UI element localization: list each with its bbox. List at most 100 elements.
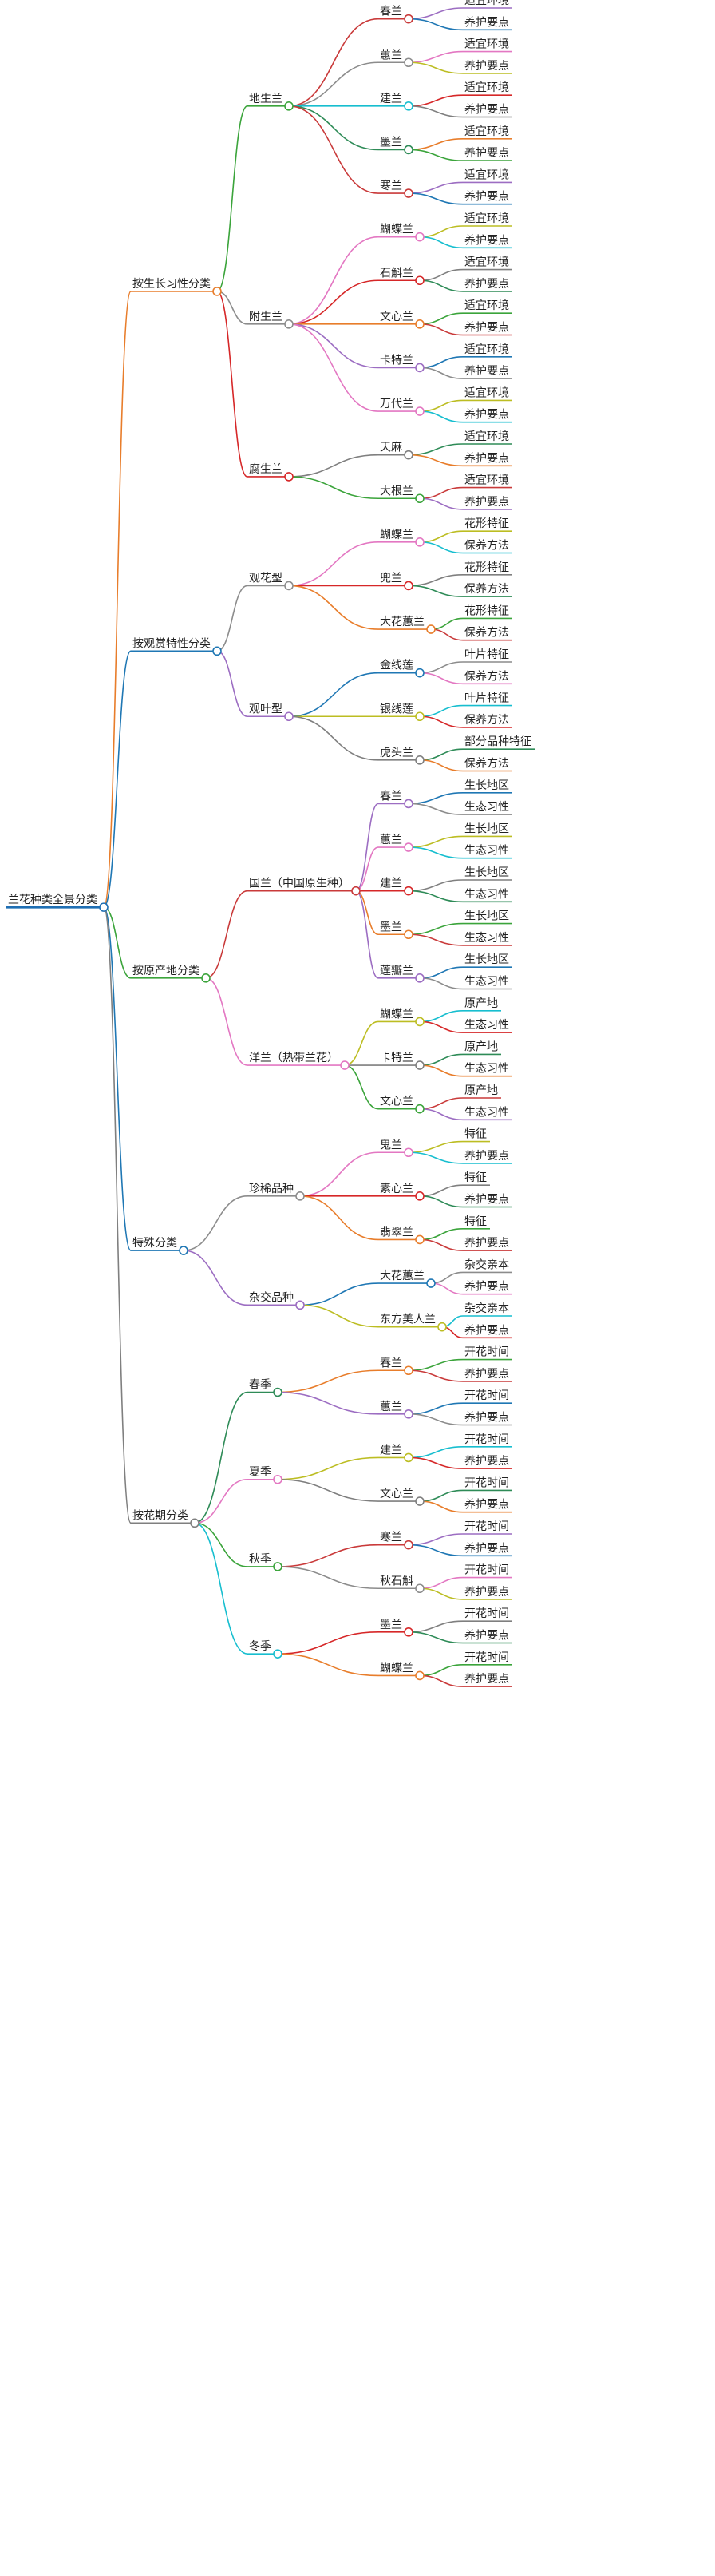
node-label: 地生兰 [249,93,282,105]
connector-edge [277,1544,379,1567]
leaf-node: 养护要点 [463,452,512,467]
node-label: 按生长习性分类 [132,278,211,291]
collapse-toggle-icon[interactable] [404,886,413,896]
leaf-node: 开花时间 [463,1389,512,1404]
collapse-toggle-icon[interactable] [404,1452,413,1463]
collapse-toggle-icon[interactable] [404,1540,413,1550]
collapse-toggle-icon[interactable] [404,14,413,24]
collapse-toggle-icon[interactable] [284,101,294,111]
node-label: 杂交亲本 [464,1302,509,1315]
collapse-toggle-icon[interactable] [415,1191,425,1201]
collapse-toggle-icon[interactable] [426,1278,436,1288]
collapse-toggle-icon[interactable] [284,319,294,329]
collapse-toggle-icon[interactable] [273,1474,282,1484]
collapse-toggle-icon[interactable] [212,287,222,296]
collapse-toggle-icon[interactable] [404,188,413,198]
collapse-toggle-icon[interactable] [404,57,413,68]
collapse-toggle-icon[interactable] [415,973,425,983]
connector-edge [408,1413,464,1426]
collapse-toggle-icon[interactable] [404,929,413,940]
collapse-toggle-icon[interactable] [99,902,109,912]
collapse-toggle-icon[interactable] [273,1387,282,1397]
collapse-toggle-icon[interactable] [295,1191,305,1201]
collapse-toggle-icon[interactable] [415,1583,425,1594]
collapse-toggle-icon[interactable] [426,624,436,634]
connector-edge [288,672,379,718]
collapse-toggle-icon[interactable] [415,1104,425,1114]
leaf-node: 开花时间 [463,1651,512,1666]
node-label: 养护要点 [464,1368,509,1381]
branch-node-level-3: 卡特兰 [378,1052,425,1070]
leaf-node: 养护要点 [463,147,512,161]
collapse-toggle-icon[interactable] [415,755,425,765]
connector-edge [355,890,379,936]
collapse-toggle-icon[interactable] [284,711,294,722]
collapse-toggle-icon[interactable] [415,537,425,547]
collapse-toggle-icon[interactable] [212,646,222,656]
collapse-toggle-icon[interactable] [404,799,413,809]
node-label: 生长地区 [464,953,509,966]
collapse-toggle-icon[interactable] [415,319,425,329]
collapse-toggle-icon[interactable] [404,1147,413,1158]
collapse-toggle-icon[interactable] [415,232,425,242]
collapse-toggle-icon[interactable] [284,581,294,591]
collapse-toggle-icon[interactable] [404,1365,413,1376]
connector-edge [299,1282,379,1306]
branch-node-level-3: 蝴蝶兰 [378,1662,425,1681]
collapse-toggle-icon[interactable] [415,668,425,678]
node-label: 春季 [249,1379,271,1392]
node-label: 文心兰 [380,1488,413,1500]
collapse-toggle-icon[interactable] [404,581,413,591]
collapse-toggle-icon[interactable] [179,1246,188,1255]
connector-edge [419,497,464,510]
collapse-toggle-icon[interactable] [273,1562,282,1571]
collapse-toggle-icon[interactable] [415,1496,425,1506]
collapse-toggle-icon[interactable] [340,1060,350,1070]
collapse-toggle-icon[interactable] [415,363,425,373]
connector-edge [408,50,464,64]
collapse-toggle-icon[interactable] [404,842,413,852]
node-label: 适宜环境 [464,0,509,7]
collapse-toggle-icon[interactable] [415,1234,425,1245]
branch-node-level-2: 附生兰 [247,311,294,329]
connector-edge [419,1097,464,1110]
collapse-toggle-icon[interactable] [404,1627,413,1637]
collapse-toggle-icon[interactable] [404,145,413,155]
node-label: 花形特征 [464,561,509,574]
node-label: 适宜环境 [464,299,509,312]
collapse-toggle-icon[interactable] [404,101,413,111]
collapse-toggle-icon[interactable] [415,275,425,286]
collapse-toggle-icon[interactable] [415,711,425,722]
leaf-node: 生长地区 [463,822,512,838]
collapse-toggle-icon[interactable] [415,493,425,504]
collapse-toggle-icon[interactable] [415,406,425,416]
node-label: 养护要点 [464,234,509,247]
leaf-node: 养护要点 [463,365,512,379]
connector-edge [355,803,379,892]
collapse-toggle-icon[interactable] [351,886,361,896]
collapse-toggle-icon[interactable] [190,1518,199,1528]
connector-edge [288,236,379,325]
collapse-toggle-icon[interactable] [404,450,413,460]
collapse-toggle-icon[interactable] [437,1322,447,1332]
node-label: 适宜环境 [464,125,509,138]
connector-edge [355,890,379,979]
leaf-node: 花形特征 [463,517,512,532]
connector-edge [194,1522,248,1655]
collapse-toggle-icon[interactable] [295,1300,305,1310]
node-label: 生态习性 [464,888,509,901]
collapse-toggle-icon[interactable] [415,1060,425,1070]
collapse-toggle-icon[interactable] [201,973,211,983]
leaf-node: 养护要点 [463,1194,512,1208]
collapse-toggle-icon[interactable] [415,1017,425,1027]
root-node: 兰花种类全景分类 [6,893,109,912]
leaf-node: 生长地区 [463,953,512,968]
collapse-toggle-icon[interactable] [415,1670,425,1681]
leaf-node: 养护要点 [463,1324,512,1339]
branch-node-level-3: 墨兰 [378,921,413,940]
connector-edge [419,704,464,718]
connector-edge [299,1304,379,1328]
collapse-toggle-icon[interactable] [284,472,294,482]
collapse-toggle-icon[interactable] [273,1649,282,1659]
collapse-toggle-icon[interactable] [404,1409,413,1419]
